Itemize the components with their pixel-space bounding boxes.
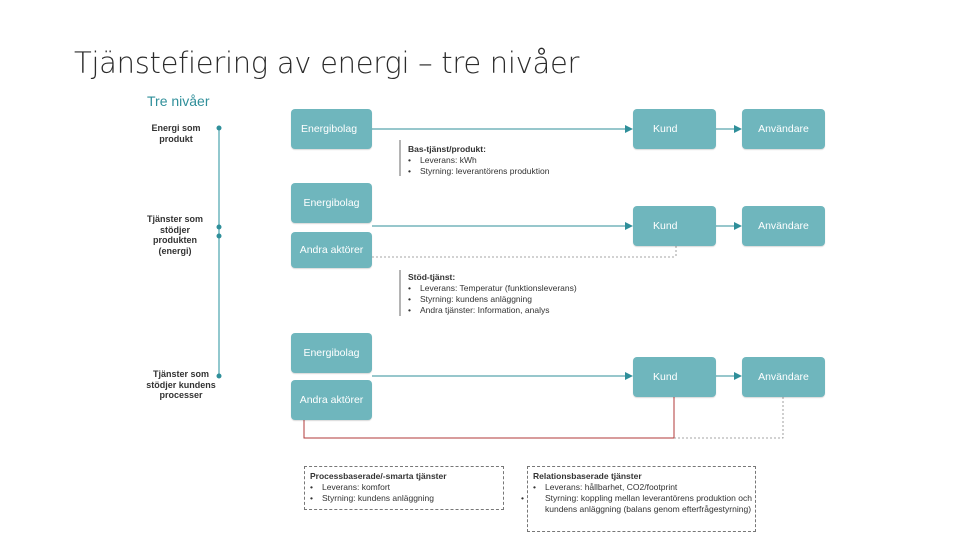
bas-item: Leverans: kWh — [408, 155, 549, 166]
stod-item: Leverans: Temperatur (funktionsleverans) — [408, 283, 577, 294]
process-item: Styrning: kundens anläggning — [310, 493, 447, 504]
level-dot — [216, 373, 222, 379]
process-item: Leverans: komfort — [310, 482, 447, 493]
stod-heading: Stöd-tjänst: — [408, 272, 456, 282]
anvandare-box: Användare — [742, 357, 825, 397]
anvandare-box: Användare — [742, 109, 825, 149]
relation-info: Relationsbaserade tjänster Leverans: hål… — [533, 471, 753, 515]
bas-tjanst-info: Bas-tjänst/produkt: Leverans: kWh Styrni… — [408, 144, 549, 177]
energibolag-box: Energibolag — [291, 183, 372, 223]
energibolag-box: Energibolag — [291, 109, 372, 149]
level-dot — [216, 224, 222, 230]
level-label: Energi som produkt — [151, 123, 201, 144]
andra-aktorer-box: Andra aktörer — [291, 380, 372, 420]
stod-item: Styrning: kundens anläggning — [408, 294, 577, 305]
stod-tjanst-info: Stöd-tjänst: Leverans: Temperatur (funkt… — [408, 272, 577, 316]
relation-box — [527, 466, 756, 532]
level-label: Tjänster som stödjer kundens processer — [146, 369, 216, 400]
kund-box: Kund — [633, 357, 716, 397]
andra-aktorer-box: Andra aktörer — [291, 232, 372, 268]
relation-heading: Relationsbaserade tjänster — [533, 471, 642, 481]
anvandare-box: Användare — [742, 206, 825, 246]
process-info: Processbaserade/-smarta tjänster Leveran… — [310, 471, 447, 504]
stod-item: Andra tjänster: Information, analys — [408, 305, 577, 316]
diagram-subtitle: Tre nivåer — [147, 93, 210, 109]
page-title: Tjänstefiering av energi – tre nivåer — [74, 46, 580, 80]
bas-item: Styrning: leverantörens produktion — [408, 166, 549, 177]
bas-heading: Bas-tjänst/produkt: — [408, 144, 486, 154]
energibolag-box: Energibolag — [291, 333, 372, 373]
level-dot — [216, 233, 222, 239]
process-heading: Processbaserade/-smarta tjänster — [310, 471, 447, 481]
relation-item: Leverans: hållbarhet, CO2/footprint — [533, 482, 753, 493]
process-line — [303, 397, 675, 439]
level-dot — [216, 125, 222, 131]
kund-box: Kund — [633, 109, 716, 149]
relation-line — [674, 397, 784, 439]
kund-box: Kund — [633, 206, 716, 246]
level-label: Tjänster som stödjer produkten (energi) — [146, 214, 204, 256]
process-box — [304, 466, 504, 510]
relation-item: Styrning: koppling mellan leverantörens … — [533, 493, 753, 515]
